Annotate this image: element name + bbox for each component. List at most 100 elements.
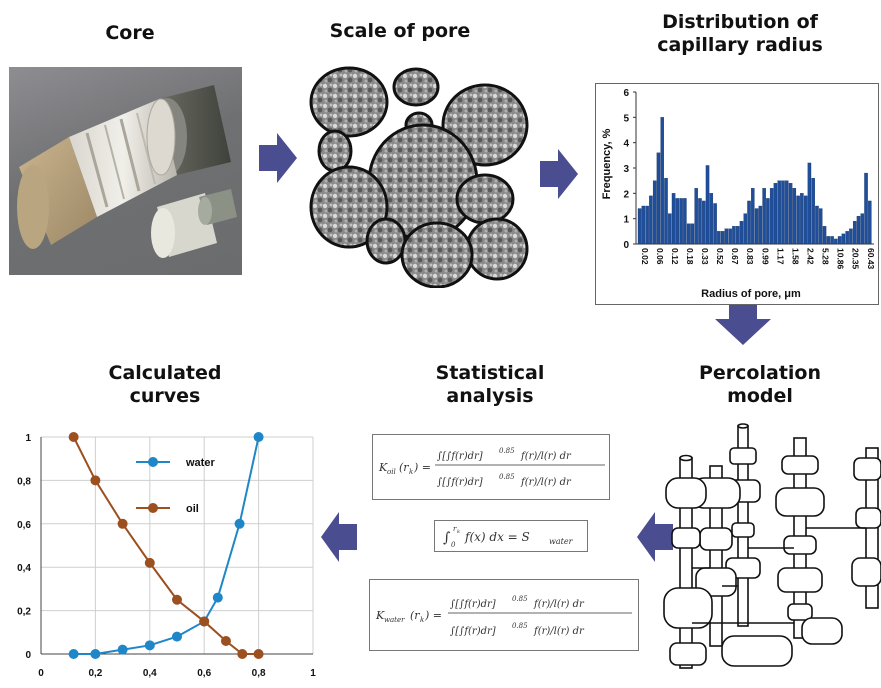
- svg-text:f(r)/l(r) dr: f(r)/l(r) dr: [520, 451, 572, 462]
- histogram-bar: [864, 172, 868, 245]
- histogram-bar: [751, 188, 755, 245]
- histogram-bar: [807, 162, 812, 245]
- curve-oil-point: [253, 649, 264, 659]
- histogram-bar: [785, 180, 789, 245]
- histogram-bar: [830, 236, 834, 245]
- svg-text:∫[∫f(r)dr]: ∫[∫f(r)dr]: [437, 477, 483, 488]
- core-samples-illustration: [17, 85, 237, 258]
- histogram-y-tick-label: 5: [623, 113, 629, 124]
- svg-text:∫: ∫: [443, 530, 450, 546]
- pore-grain: [309, 165, 389, 249]
- svg-text:0.85: 0.85: [512, 622, 528, 630]
- curve-water-point: [90, 649, 101, 659]
- histogram-y-tick-label: 6: [623, 88, 629, 99]
- pore-grain: [455, 173, 515, 225]
- histogram-bar: [668, 213, 672, 245]
- pore-grain: [465, 217, 529, 281]
- histogram-bar: [649, 195, 653, 245]
- histogram-bar: [845, 231, 849, 245]
- histogram-bar: [705, 165, 710, 245]
- legend-water-swatch-marker: [148, 457, 158, 467]
- svg-text:∫[∫f(r)dr]: ∫[∫f(r)dr]: [437, 451, 483, 462]
- histogram-bar: [713, 203, 717, 245]
- histogram-x-tick-label: 0.67: [730, 248, 740, 265]
- histogram-y-tick-label: 3: [623, 164, 629, 175]
- histogram-bar: [815, 205, 819, 245]
- curve-water-point: [117, 644, 128, 655]
- curves-y-tick-label: 0,4: [17, 563, 31, 574]
- histogram-bar: [781, 180, 785, 245]
- svg-text:∫[∫f(r)dr]: ∫[∫f(r)dr]: [450, 626, 496, 637]
- histogram-bar: [675, 198, 680, 245]
- histogram-x-tick-label: 0.18: [685, 248, 695, 265]
- curve-water-point: [212, 592, 223, 603]
- histogram-x-tick-label: 0.02: [640, 248, 650, 265]
- histogram-bar: [671, 193, 676, 245]
- title-distribution: Distribution of capillary radius: [615, 11, 865, 57]
- histogram-x-tick-label: 1.17: [775, 248, 785, 265]
- histogram-bar: [690, 223, 695, 245]
- formula-s-water-rendering: ∫ 0 r k f(x) dx = S water: [443, 525, 574, 549]
- formula-k-water: K water (r k ) = ∫[∫f(r)dr] 0.85 f(r)/l(…: [369, 579, 639, 651]
- histogram-bar: [811, 177, 815, 245]
- svg-text:(r: (r: [410, 609, 420, 622]
- curve-water-point: [172, 631, 182, 642]
- curve-oil-point: [144, 557, 155, 568]
- histogram-xlabel: Radius of pore, μm: [701, 288, 801, 300]
- histogram-bar: [758, 205, 763, 245]
- histogram-bar: [683, 198, 687, 245]
- histogram-bar: [732, 226, 736, 245]
- arrow-down-icon: [715, 305, 771, 345]
- svg-text:k: k: [420, 616, 424, 624]
- histogram-bar: [796, 195, 800, 245]
- curves-x-tick-label: 0,8: [252, 668, 266, 679]
- curve-oil-point: [220, 635, 231, 646]
- histogram-bar: [769, 188, 774, 245]
- histogram-bar: [747, 200, 751, 245]
- histogram-bar: [803, 195, 808, 245]
- histogram-bar: [717, 231, 721, 245]
- arrow-right-1-icon: [259, 133, 297, 183]
- histogram-bar: [777, 180, 781, 245]
- svg-text:f(r)/l(r) dr: f(r)/l(r) dr: [533, 626, 585, 637]
- pore-grain: [309, 66, 389, 138]
- legend-oil-label: oil: [186, 503, 199, 515]
- svg-text:K: K: [378, 461, 388, 474]
- curves-y-tick-label: 0: [25, 650, 31, 661]
- curve-oil-point: [237, 649, 248, 659]
- curves-y-tick-label: 0,2: [17, 607, 31, 618]
- histogram-bar: [660, 117, 664, 245]
- histogram-x-tick-label: 2.42: [805, 248, 815, 265]
- histogram-x-tick-label: 10.86: [836, 248, 846, 270]
- histogram-y-tick-label: 0: [623, 240, 629, 251]
- title-statistical-line2: analysis: [446, 385, 534, 407]
- histogram-bar: [641, 205, 646, 245]
- title-percolation-line2: model: [727, 385, 793, 407]
- histogram-bar: [664, 177, 668, 245]
- histogram-bar: [694, 188, 698, 245]
- legend-oil-swatch-marker: [148, 503, 158, 513]
- pore-grain: [392, 67, 440, 107]
- histogram-x-tick-label: 0.52: [715, 248, 725, 265]
- histogram-bar: [702, 200, 706, 245]
- histogram-x-tick-label: 60.43: [866, 248, 876, 270]
- histogram-bar: [686, 223, 691, 245]
- svg-text:) =: ) =: [424, 609, 442, 622]
- svg-text:0.85: 0.85: [512, 595, 528, 603]
- histogram-bar: [773, 183, 778, 245]
- histogram-x-tick-label: 0.12: [670, 248, 680, 265]
- legend-water-label: water: [185, 457, 215, 469]
- title-calculated-line2: curves: [129, 385, 201, 407]
- curve-water-line: [73, 436, 260, 655]
- svg-text:water: water: [384, 616, 405, 624]
- histogram-bar: [868, 200, 872, 245]
- title-distribution-line1: Distribution of: [662, 11, 818, 33]
- pore-grain: [365, 217, 407, 265]
- title-statistical-line1: Statistical: [435, 362, 545, 384]
- histogram-x-tick-label: 5.28: [821, 248, 831, 265]
- pore-grain: [317, 129, 353, 173]
- arrow-right-2-icon: [540, 149, 578, 199]
- curve-water-point: [68, 649, 79, 659]
- histogram-bar: [743, 213, 748, 245]
